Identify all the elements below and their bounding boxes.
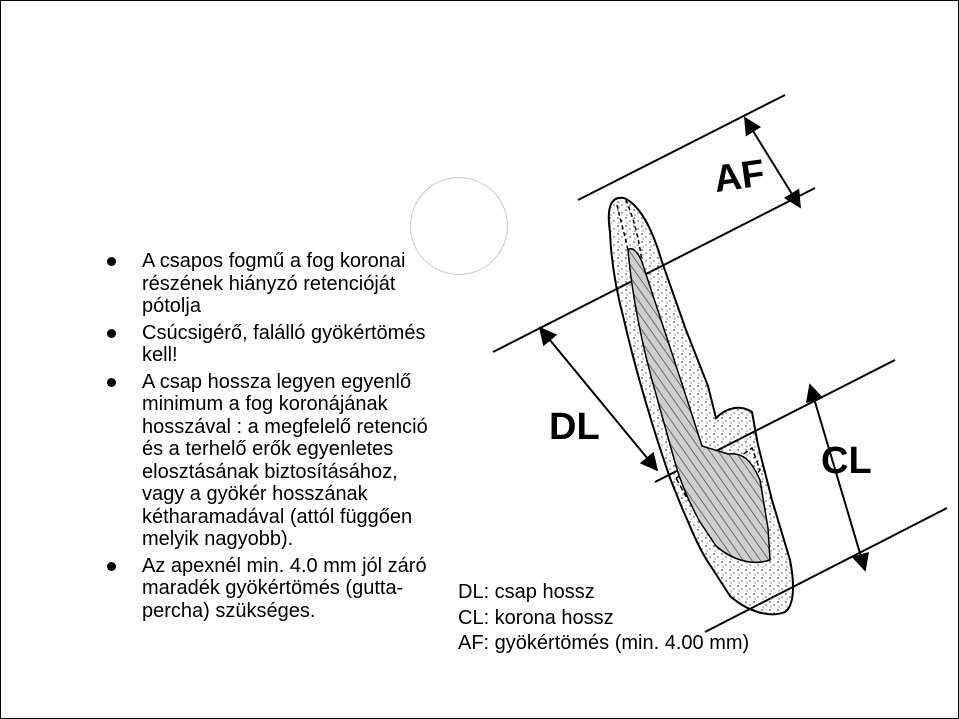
dl-label: DL bbox=[549, 406, 600, 448]
cl-label: CL bbox=[821, 440, 872, 482]
bullet-dot-icon bbox=[107, 377, 116, 387]
cl-dimension-arrow bbox=[805, 383, 870, 572]
bullet-dot-icon bbox=[107, 328, 116, 338]
bullet-text: A csap hossza legyen egyenlő minimum a f… bbox=[142, 370, 428, 551]
root-canal-right bbox=[625, 199, 643, 263]
bullet-item: A csap hossza legyen egyenlő minimum a f… bbox=[103, 371, 433, 551]
bullet-item: A csapos fogmű a fog koronai részének hi… bbox=[103, 250, 433, 318]
post bbox=[627, 248, 771, 564]
legend: DL: csap hossz CL: korona hossz AF: gyök… bbox=[458, 580, 749, 657]
bullet-dot-icon bbox=[107, 257, 116, 266]
bullet-item: Csúcsigérő, falálló gyökértömés kell! bbox=[103, 322, 433, 367]
bullet-text: A csapos fogmű a fog koronai részének hi… bbox=[142, 250, 406, 317]
decorative-circle bbox=[410, 177, 508, 275]
bullet-text: Csúcsigérő, falálló gyökértömés kell! bbox=[142, 321, 426, 367]
legend-item: DL: csap hossz bbox=[458, 581, 595, 603]
bullet-item: Az apexnél min. 4.0 mm jól záró maradék … bbox=[103, 555, 433, 623]
bullet-text: Az apexnél min. 4.0 mm jól záró maradék … bbox=[142, 554, 427, 622]
extension-line-top bbox=[577, 94, 786, 201]
dl-dimension-arrow bbox=[538, 326, 659, 472]
legend-item: AF: gyökértömés (min. 4.00 mm) bbox=[458, 632, 750, 654]
root-canal bbox=[616, 204, 629, 251]
bullet-dot-icon bbox=[107, 561, 116, 571]
af-dimension-arrow bbox=[744, 116, 801, 209]
legend-item: CL: korona hossz bbox=[458, 606, 614, 629]
af-label: AF bbox=[711, 152, 767, 201]
bullet-list: A csapos fogmű a fog koronai részének hi… bbox=[103, 250, 433, 626]
